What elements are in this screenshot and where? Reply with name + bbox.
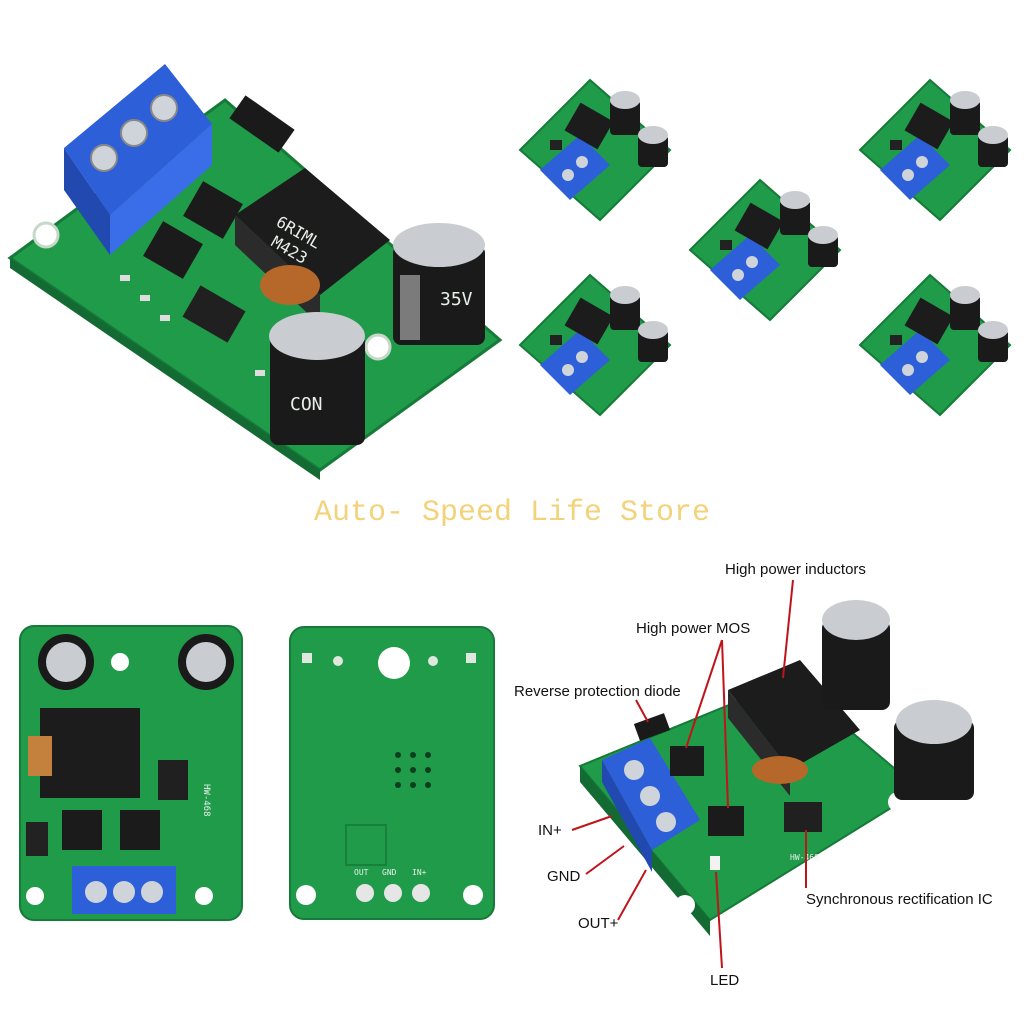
label-reverse-protection-diode: Reverse protection diode [514, 683, 681, 700]
front-model-text: HW-468 [201, 784, 211, 817]
cap-text-2: CON [290, 394, 323, 415]
small-board-thumbnails [510, 70, 1024, 470]
label-gnd: GND [547, 868, 581, 885]
main-board-photo: 6RIML M423 35V CON [0, 40, 510, 480]
label-out-plus: OUT+ [578, 915, 619, 932]
label-in-plus: IN+ [538, 822, 562, 839]
label-led: LED [710, 972, 740, 989]
label-sync-rect-ic: Synchronous rectification IC [806, 891, 993, 908]
annotated-model-text: HW-468 [790, 853, 819, 862]
back-view-board: OUT GND IN+ [288, 625, 498, 923]
back-pad-gnd: GND [382, 868, 397, 877]
label-high-power-mos: High power MOS [636, 620, 751, 637]
annotated-board: HW-468 [500, 560, 1024, 1024]
cap-text-1: 35V [440, 289, 473, 310]
front-view-board: HW-468 [18, 624, 246, 924]
label-high-power-inductors: High power inductors [725, 561, 866, 578]
back-pad-out: OUT [354, 868, 369, 877]
store-watermark: Auto- Speed Life Store [313, 496, 711, 530]
back-pad-in: IN+ [412, 868, 427, 877]
